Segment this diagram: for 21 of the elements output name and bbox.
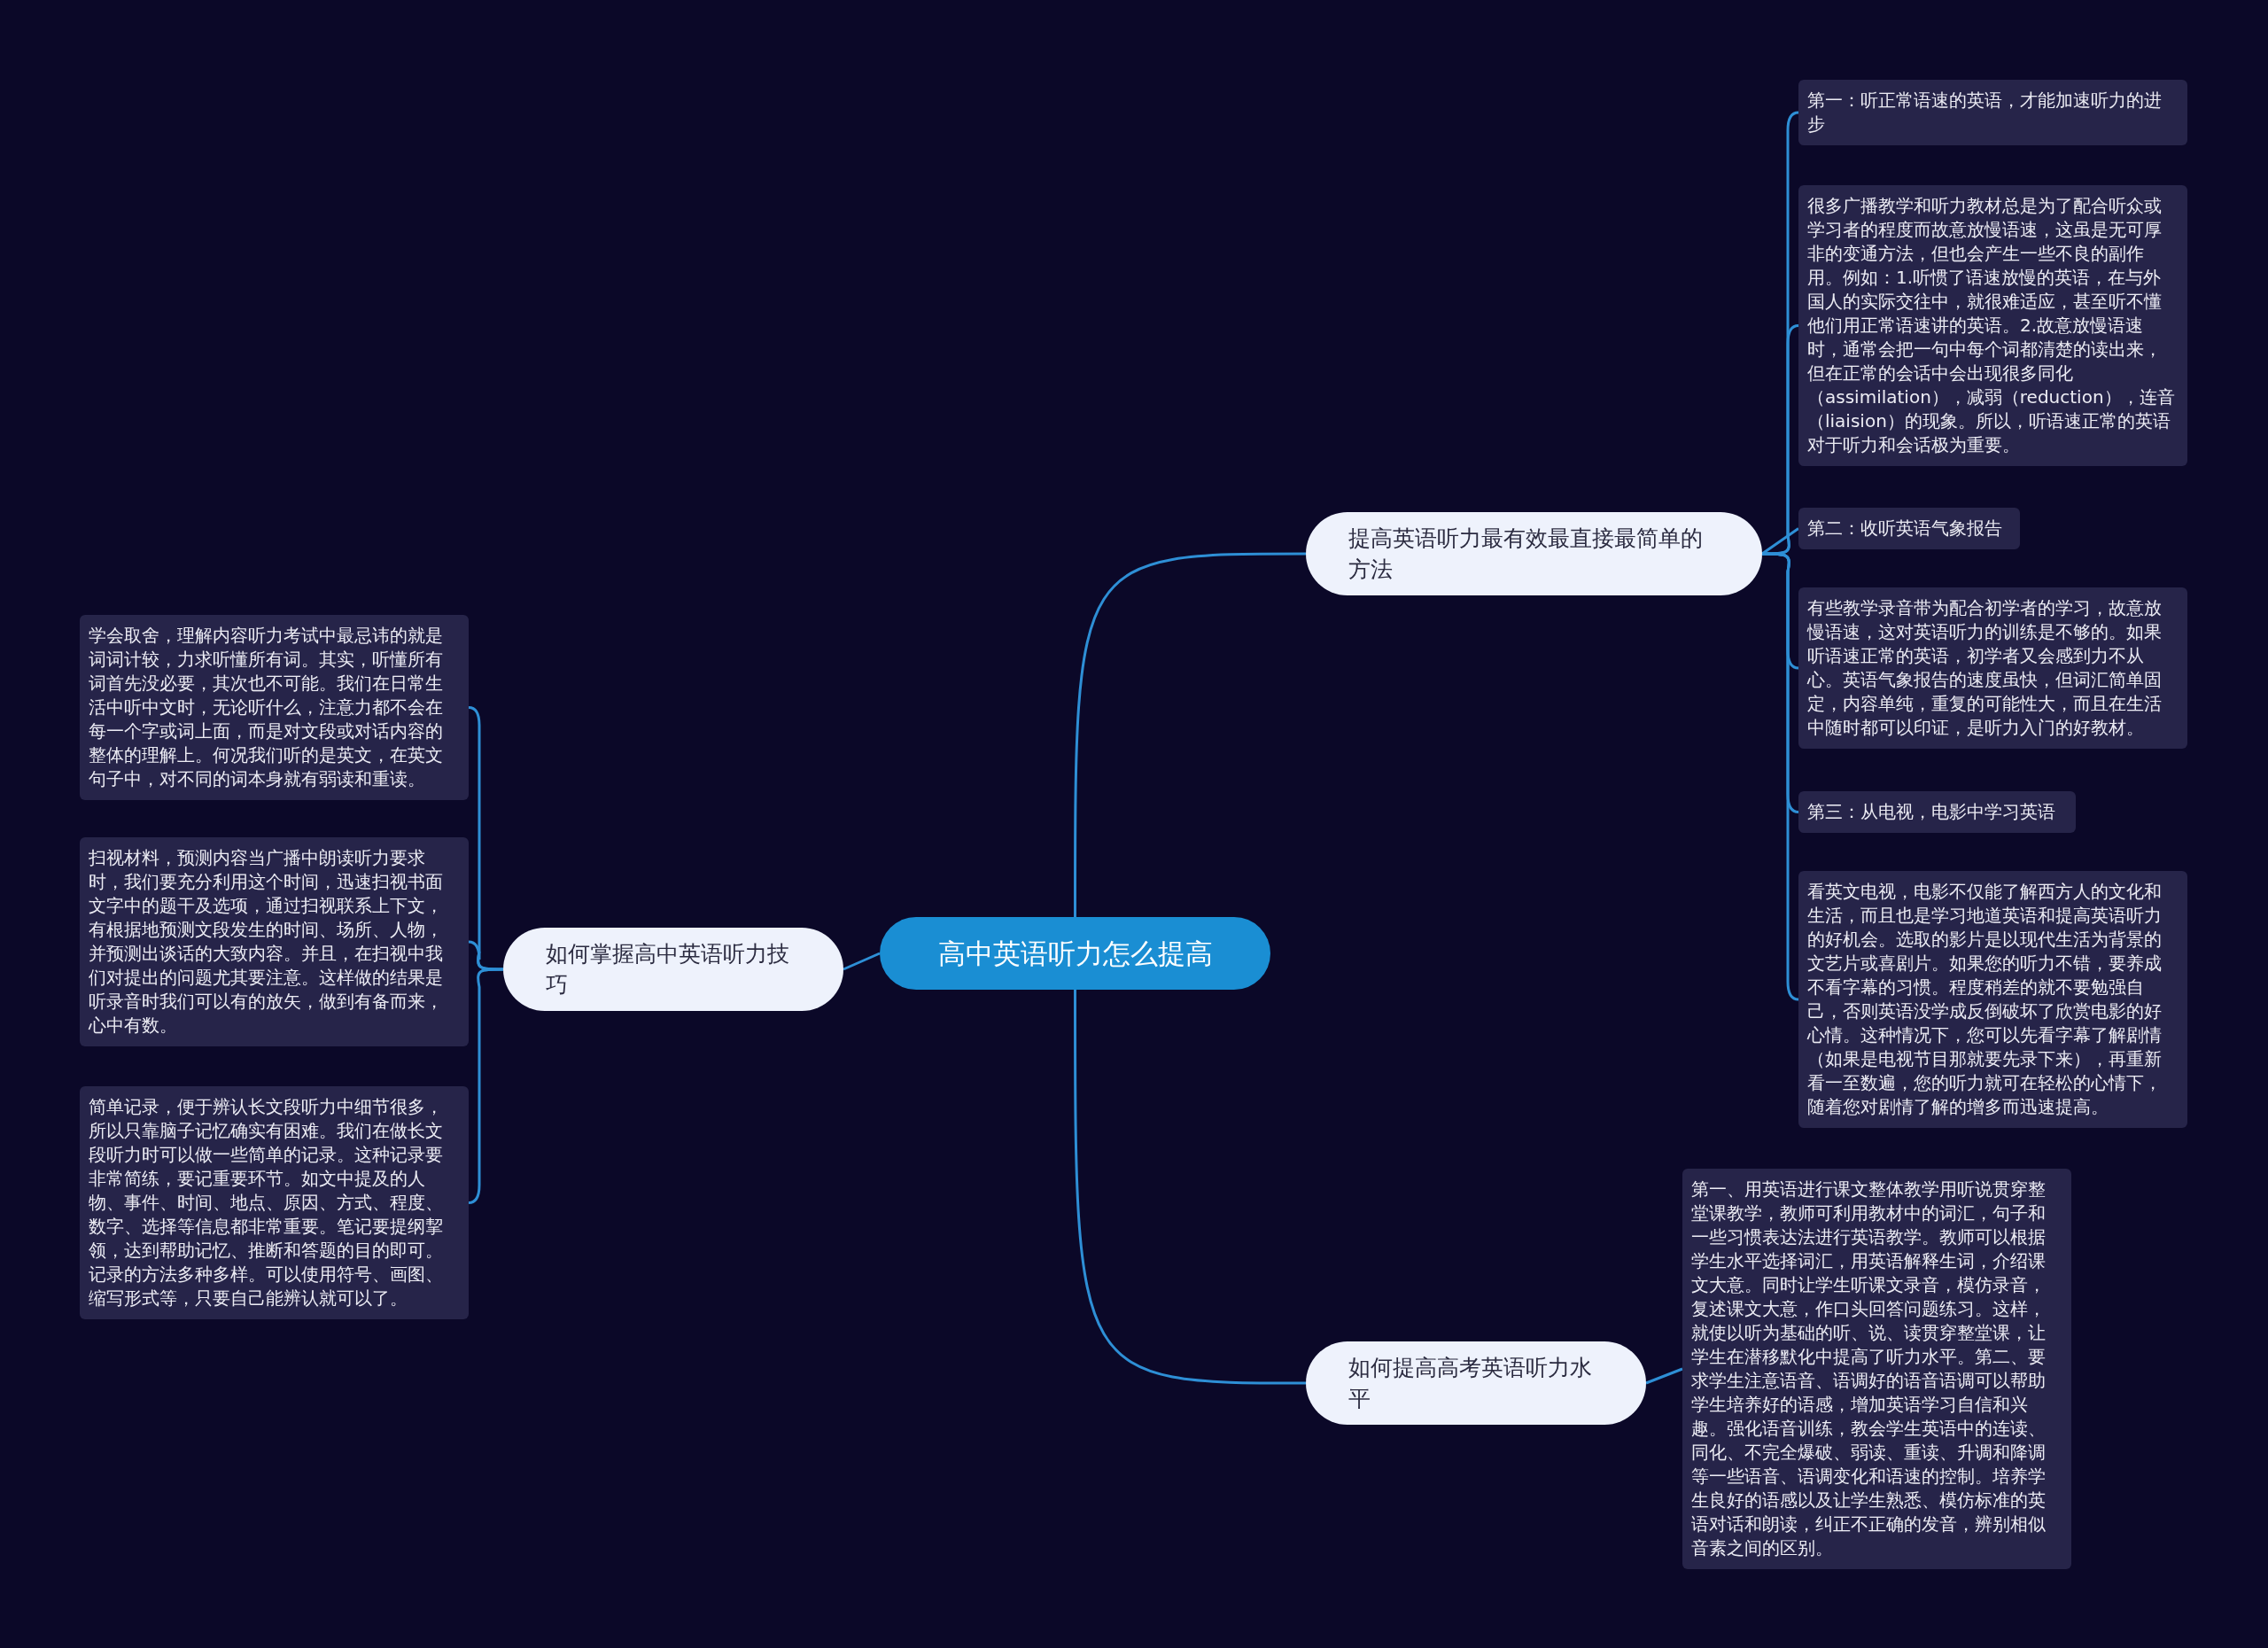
note-card: 第二：收听英语气象报告 (1798, 508, 2020, 549)
central-topic: 高中英语听力怎么提高 (880, 917, 1270, 990)
connector-line (468, 968, 503, 1204)
note-card: 很多广播教学和听力教材总是为了配合听众或学习者的程度而故意放慢语速，这虽是无可厚非的变通方法，但也会产生一些不良的副作用。例如：1.听惯了语速放慢的英语，在与外国人的实际交往中，就很难适应，甚至听不懂他们用正常语速讲的英语。2.故意放慢语速时，通常会把一句中每个词都清楚的读出来，但在正常的会话中会出现很多同化（assimilation），减弱（reduction），连音（liaision）的现象。所以，听语速正常的英语对于听力和会话极为重要。 (1798, 185, 2187, 466)
branch-topic: 如何掌握高中英语听力技巧 (503, 928, 843, 1011)
note-card: 第三：从电视，电影中学习英语 (1798, 791, 2076, 833)
note-card: 简单记录，便于辨认长文段听力中细节很多，所以只靠脑子记忆确实有困难。我们在做长文段听力时可以做一些简单的记录。这种记录要非常简练，要记重要环节。如文中提及的人物、事件、时间、地点、原因、方式、程度、数字、选择等信息都非常重要。笔记要提纲挈领，达到帮助记忆、推断和答题的目的即可。记录的方法多种多样。可以使用符号、画图、缩写形式等，只要自己能辨认就可以了。 (80, 1086, 469, 1319)
note-card: 有些教学录音带为配合初学者的学习，故意放慢语速，这对英语听力的训练是不够的。如果听语速正常的英语，初学者又会感到力不从心。英语气象报告的速度虽快，但词汇简单固定，内容单纯，重复的可能性大，而且在生活中随时都可以印证，是听力入门的好教材。 (1798, 587, 2187, 749)
note-card: 第一：听正常语速的英语，才能加速听力的进步 (1798, 80, 2187, 145)
note-card: 学会取舍，理解内容听力考试中最忌讳的就是词词计较，力求听懂所有词。其实，听懂所有词首先没必要，其次也不可能。我们在日常生活中听中文时，无论听什么，注意力都不会在每一个字或词上面，而是对文段或对话内容的整体的理解上。何况我们听的是英文，在英文句子中，对不同的词本身就有弱读和重读。 (80, 615, 469, 800)
connector-line (1074, 990, 1306, 1385)
branch-topic: 提高英语听力最有效最直接最简单的方法 (1306, 512, 1762, 595)
connector-line (843, 952, 881, 971)
connector-line (1074, 552, 1306, 917)
connector-line (1645, 1367, 1683, 1385)
connector-line (468, 940, 503, 971)
note-card: 看英文电视，电影不仅能了解西方人的文化和生活，而且也是学习地道英语和提高英语听力的好机会。选取的影片是以现代生活为背景的文艺片或喜剧片。如果您的听力不错，要养成不看字幕的习惯。程度稍差的就不要勉强自己，否则英语没学成反倒破坏了欣赏电影的好心情。这种情况下，您可以先看字幕了解剧情（如果是电视节目那就要先录下来），再重新看一至数遍，您的听力就可在轻松的心情下，随着您对剧情了解的增多而迅速提高。 (1798, 871, 2187, 1128)
note-card: 扫视材料，预测内容当广播中朗读听力要求时，我们要充分利用这个时间，迅速扫视书面文字中的题干及选项，通过扫视联系上下文，有根据地预测文段发生的时间、场所、人物，并预测出谈话的大致内容。并且，在扫视中我们对提出的问题尤其要注意。这样做的结果是听录音时我们可以有的放矢，做到有备而来，心中有数。 (80, 837, 469, 1046)
note-card: 第一、用英语进行课文整体教学用听说贯穿整堂课教学，教师可利用教材中的词汇，句子和一些习惯表达法进行英语教学。教师可以根据学生水平选择词汇，用英语解释生词，介绍课文大意。同时让学生听课文录音，模仿录音，复述课文大意，作口头回答问题练习。这样，就使以听为基础的听、说、读贯穿整堂课，让学生在潜移默化中提高了听力水平。第二、要求学生注意语音、语调好的语音语调可以帮助学生培养好的语感，增加英语学习自信和兴趣。强化语音训练，教会学生英语中的连读、同化、不完全爆破、弱读、重读、升调和降调等一些语音、语调变化和语速的控制。培养学生良好的语感以及让学生熟悉、模仿标准的英语对话和朗读，纠正不正确的发音，辨别相似音素之间的区别。 (1682, 1169, 2071, 1569)
connector-line (1761, 527, 1799, 556)
branch-topic: 如何提高高考英语听力水平 (1306, 1341, 1646, 1425)
